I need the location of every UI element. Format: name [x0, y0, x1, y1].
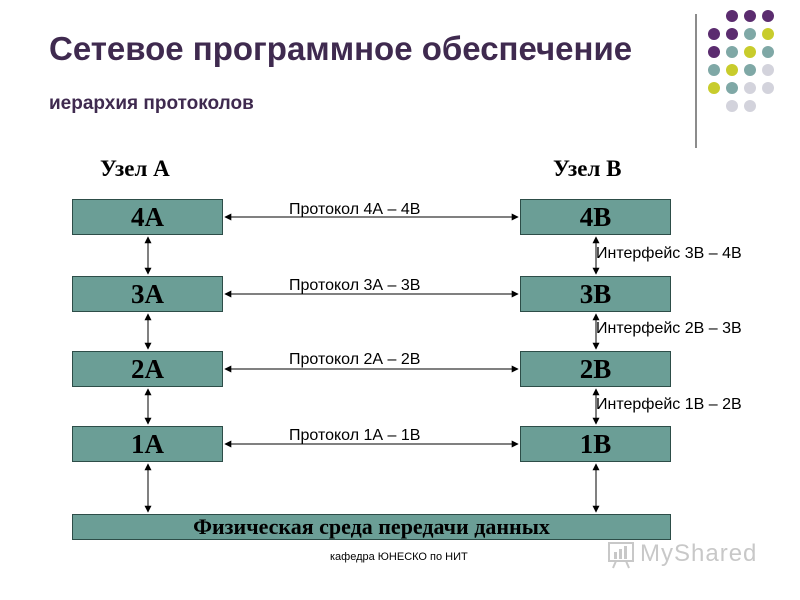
layer-box-2b: 2B [520, 351, 671, 387]
physical-medium-box: Физическая среда передачи данных [72, 514, 671, 540]
slide-title: Сетевое программное обеспечение [49, 30, 633, 67]
layer-box-4a: 4A [72, 199, 223, 235]
layer-box-1a: 1A [72, 426, 223, 462]
decorative-dot [762, 10, 774, 22]
decorative-dot [708, 28, 720, 40]
decorative-dot [744, 10, 756, 22]
decorative-dot [726, 100, 738, 112]
decorative-dot-grid [708, 10, 788, 130]
decorative-dot [708, 46, 720, 58]
decorative-dot [762, 64, 774, 76]
decorative-dot [762, 28, 774, 40]
node-a-label: Узел А [100, 156, 170, 181]
watermark-text: MyShared [640, 540, 758, 567]
protocol-label-2: Протокол 2А – 2В [289, 351, 421, 368]
slide-subtitle: иерархия протоколов [49, 93, 254, 114]
layer-box-3b: 3B [520, 276, 671, 312]
decorative-dot [762, 82, 774, 94]
decorative-dot [744, 100, 756, 112]
decorative-dot [726, 28, 738, 40]
layer-box-1b: 1B [520, 426, 671, 462]
interface-label-1-2: Интерфейс 1В – 2В [596, 396, 742, 413]
watermark-logo-icon [608, 542, 634, 569]
decorative-dot [762, 46, 774, 58]
interface-label-3-4: Интерфейс 3В – 4В [596, 245, 742, 262]
interface-label-2-3: Интерфейс 2В – 3В [596, 320, 742, 337]
protocol-label-1: Протокол 1А – 1В [289, 427, 421, 444]
decorative-dot [744, 64, 756, 76]
decorative-divider [695, 14, 697, 148]
node-b-label: Узел В [553, 156, 622, 181]
layer-box-3a: 3A [72, 276, 223, 312]
protocol-label-4: Протокол 4А – 4В [289, 201, 421, 218]
decorative-dot [708, 82, 720, 94]
layer-box-2a: 2A [72, 351, 223, 387]
decorative-dot [726, 46, 738, 58]
layer-box-4b: 4B [520, 199, 671, 235]
decorative-dot [744, 82, 756, 94]
decorative-dot [726, 10, 738, 22]
decorative-dot [726, 82, 738, 94]
decorative-dot [726, 64, 738, 76]
decorative-dot [744, 46, 756, 58]
decorative-dot [708, 64, 720, 76]
footer-text: кафедра ЮНЕСКО по НИТ [330, 551, 468, 563]
decorative-dot [744, 28, 756, 40]
protocol-label-3: Протокол 3А – 3В [289, 277, 421, 294]
